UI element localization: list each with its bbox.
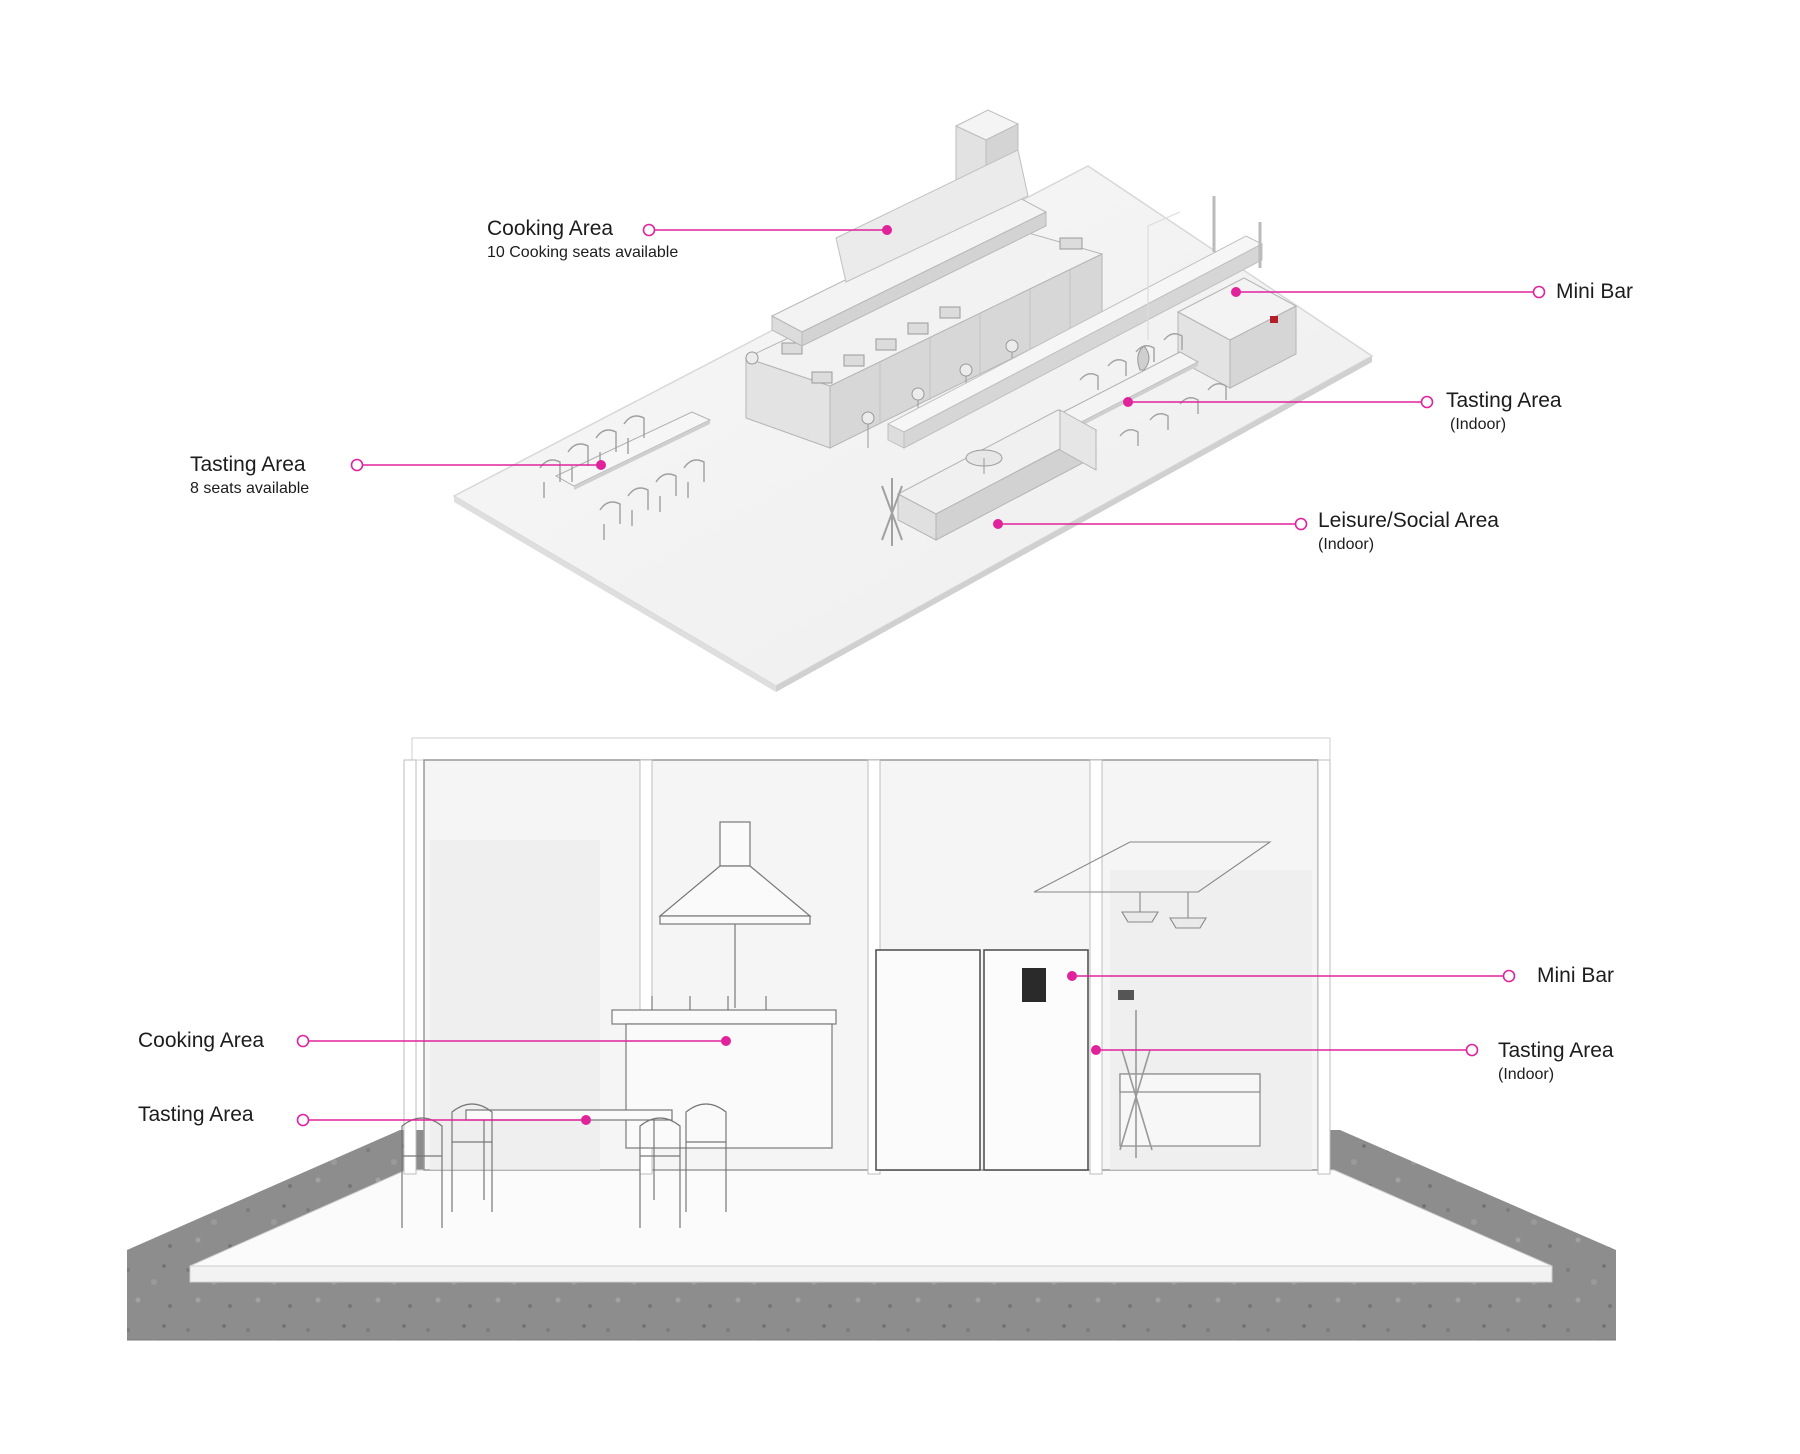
glass-wall [1147,211,1181,340]
leisure-ring-icon [1294,517,1308,531]
elevation-fridge [875,949,981,1171]
iso-label-leisure: Leisure/Social Area (Indoor) [1318,508,1499,556]
floor-slab-edge-left [454,496,776,692]
el-label-tasting-indoor-title: Tasting Area [1498,1039,1614,1062]
el-label-minibar: Mini Bar [1537,963,1614,989]
el-label-tasting-indoor-subtitle: (Indoor) [1498,1066,1555,1083]
elevation-coat-rack [1119,1010,1153,1158]
mini-bar-counter [1176,277,1298,389]
el-minibar-ring-icon [1502,969,1516,983]
overhead-beam [886,196,1264,449]
elevation-range-hood [658,821,812,1008]
iso-label-minibar-title: Mini Bar [1556,280,1634,303]
elevation-mini-bar [983,949,1134,1171]
iso-label-tasting-indoor-title: Tasting Area [1446,389,1562,412]
tasting-indoor-ring-icon [1420,395,1434,409]
el-tasting-ring-icon [296,1113,310,1127]
elevation-leaders [303,975,1509,1121]
iso-label-tasting: Tasting Area 8 seats available [190,452,309,500]
leisure-sofa [881,409,1098,546]
tasting-indoor-dot-icon [1123,397,1133,407]
el-minibar-dot-icon [1067,971,1077,981]
range-hood [770,149,1048,347]
cooking-island [744,229,1104,449]
iso-label-tasting-indoor-subtitle: (Indoor) [1450,416,1507,433]
minibar-dot-icon [1231,287,1241,297]
el-label-tasting: Tasting Area [138,1102,254,1128]
el-label-tasting-title: Tasting Area [138,1103,254,1126]
elevation-leader-dots [581,971,1101,1125]
el-tasting-dot-icon [581,1115,591,1125]
tasting-ring-icon [350,458,364,472]
roof-band [411,737,1331,761]
el-cooking-dot-icon [721,1036,731,1046]
iso-leader-dots [596,225,1241,529]
cooking-dot-icon [882,225,892,235]
tasting-dot-icon [596,460,606,470]
elevation-leader-rings [296,969,1516,1127]
el-tasting-indoor-ring-icon [1465,1043,1479,1057]
el-cooking-ring-icon [296,1034,310,1048]
outdoor-tasting-table [539,411,712,540]
el-label-minibar-title: Mini Bar [1537,964,1615,987]
elevation-sofa [1119,1073,1261,1147]
iso-label-cooking-subtitle: 10 Cooking seats available [487,244,679,261]
iso-leaders [357,229,1539,525]
deck [189,1169,1553,1267]
cooking-ring-icon [642,223,656,237]
elevation-kitchen-island [611,996,837,1149]
iso-label-tasting-subtitle: 8 seats available [190,480,310,497]
elevation-ceiling-lights [1033,841,1272,929]
leisure-dot-icon [993,519,1003,529]
iso-label-cooking: Cooking Area 10 Cooking seats available [487,216,678,264]
deck-edge [189,1265,1553,1283]
iso-label-leisure-title: Leisure/Social Area [1318,509,1499,532]
el-tasting-indoor-dot-icon [1091,1045,1101,1055]
el-label-cooking: Cooking Area [138,1028,264,1054]
minibar-ring-icon [1532,285,1546,299]
elevation-tasting-table [401,1103,727,1228]
iso-label-leisure-subtitle: (Indoor) [1318,536,1375,553]
coat-rack [881,478,903,546]
iso-label-cooking-title: Cooking Area [487,217,614,240]
el-label-tasting-indoor: Tasting Area (Indoor) [1498,1038,1614,1086]
iso-label-minibar: Mini Bar [1556,279,1633,305]
el-label-cooking-title: Cooking Area [138,1029,265,1052]
iso-label-tasting-title: Tasting Area [190,453,306,476]
iso-label-tasting-indoor: Tasting Area (Indoor) [1446,388,1562,436]
iso-leader-rings [350,223,1546,531]
